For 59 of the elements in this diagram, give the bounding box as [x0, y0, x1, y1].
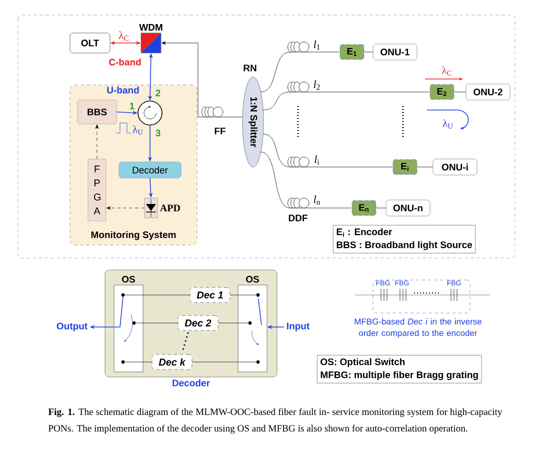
optical-switch: OS — [238, 276, 268, 372]
wavelength-label: λ$_{U}$ — [132, 125, 143, 135]
connector-line — [260, 52, 340, 92]
circulator — [138, 100, 162, 126]
band-label: U-band — [107, 86, 139, 94]
node-label: Decoder — [172, 379, 210, 386]
fpga-box: F P G A — [88, 158, 106, 222]
optical-switch: OS — [114, 276, 144, 372]
port-number: 1 — [130, 102, 134, 110]
edge-label: l$_{i}$ — [314, 154, 320, 166]
photodiode: APD — [144, 198, 180, 218]
connector-line — [218, 322, 248, 324]
node-label: APD — [160, 204, 180, 212]
node-label: OS — [122, 276, 136, 283]
bbs-box: BBS — [77, 100, 117, 124]
connector-line — [262, 134, 393, 168]
connector-line — [262, 92, 430, 110]
decoder-unit: Dec 2 — [178, 315, 218, 331]
edge-label: l$_{n}$ — [312, 194, 322, 206]
arrow — [95, 124, 99, 159]
encoder-box: E$_{2}$ — [430, 84, 454, 100]
connector-line — [136, 322, 178, 324]
onu-box: ONU-n — [386, 200, 430, 216]
node-label: OS — [246, 276, 260, 283]
arrow — [106, 206, 144, 210]
olt-box: OLT — [70, 32, 110, 54]
node-label: WDM — [139, 24, 162, 31]
connector-line — [124, 294, 190, 296]
edge-label: l$_{1}$ — [312, 40, 322, 50]
arrow — [162, 41, 243, 118]
input-label: Input — [287, 322, 310, 332]
connector-line — [417, 166, 433, 168]
onu-box: ONU-1 — [372, 44, 418, 60]
node-label: RN — [244, 64, 256, 72]
encoder-box: E$_{1}$ — [340, 44, 364, 60]
decoder-box: Decoder — [118, 162, 182, 178]
wdm-coupler: WDM — [139, 24, 162, 54]
port-number: 2 — [156, 90, 160, 96]
port-number: 3 — [156, 130, 160, 136]
edge-label: λ$_{C}$ — [118, 30, 130, 42]
node-label: MFBG-based Dec i in the inverse order compared to the encoder — [354, 318, 482, 338]
onu-box: ONU-2 — [466, 84, 510, 100]
edge-label: l$_{2}$ — [312, 80, 322, 90]
output-label: Output — [56, 322, 88, 332]
encoder-box: E$_{n}$ — [352, 200, 376, 216]
onu-box: ONU-i — [432, 158, 478, 176]
encoder-box: E$_{i}$ — [392, 159, 418, 175]
connector-line — [260, 152, 352, 208]
band-label: C-band — [109, 58, 141, 66]
figure-caption: Fig. 1. The schematic diagram of the MLMW-OOC-based fiber fault in- service monitoring system for high-capacity PONs. The implementation of the decoder using OS and MFBG is also shown for auto-correlation operation. — [48, 408, 502, 434]
fiber-label: DDF — [288, 214, 308, 222]
decoder-unit: Dec 1 — [190, 287, 230, 303]
wavelength-label: λ$_{U}$ — [442, 119, 453, 129]
key-box: OS: Optical Switch MFBG: multiple fiber Bragg grating — [317, 355, 482, 384]
decoder-unit: Dec k — [152, 354, 192, 370]
wavelength-label: λ$_{C}$ — [442, 66, 452, 76]
edge-label: FF — [214, 127, 226, 135]
connector-line — [230, 294, 256, 296]
key-box: E$_{i}$ : Encoder BBS : Broadband light Source — [333, 225, 476, 254]
